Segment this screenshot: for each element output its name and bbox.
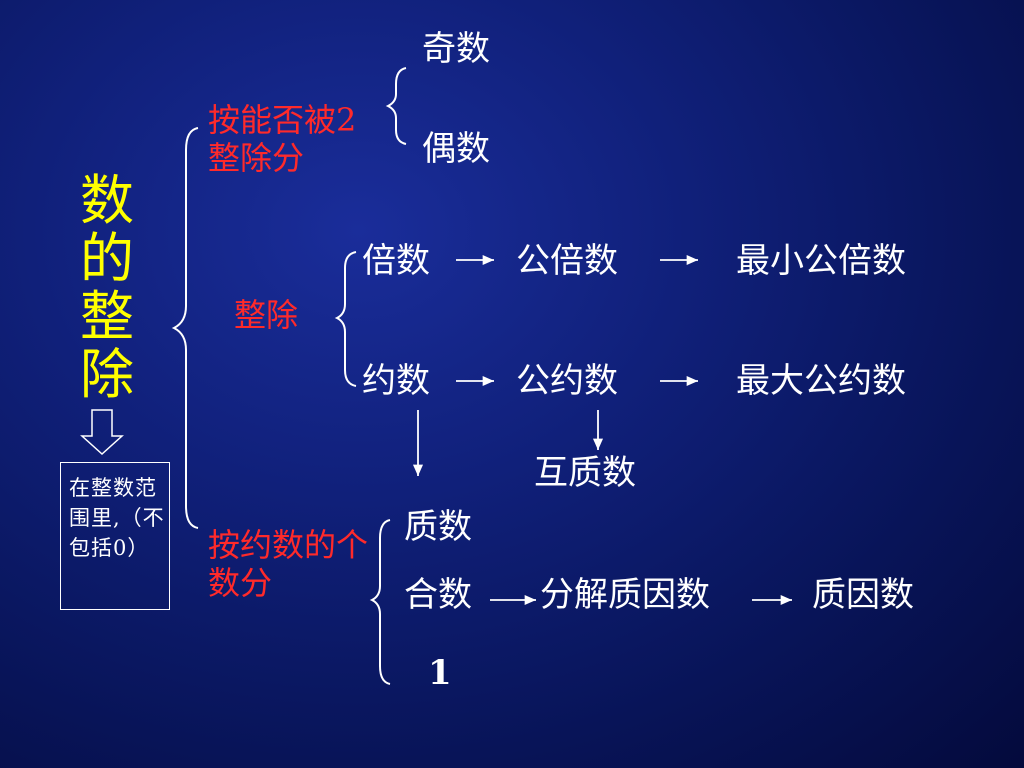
divisibility-brace <box>334 251 357 387</box>
term-factorize: 分解质因数 <box>540 575 710 615</box>
term-composite: 合数 <box>404 575 472 615</box>
term-gcd: 最大公约数 <box>736 361 906 401</box>
note-box: 在整数范围里,（不包括0） <box>60 462 170 610</box>
term-one: 1 <box>428 653 452 693</box>
term-common-multiple: 公倍数 <box>516 241 618 281</box>
main-brace <box>171 127 199 529</box>
down-arrow-icon <box>80 409 124 456</box>
term-even: 偶数 <box>422 129 490 169</box>
term-prime: 质数 <box>404 507 472 547</box>
term-factor: 约数 <box>362 361 430 401</box>
category-by-factor-count: 按约数的个数分 <box>208 526 369 603</box>
term-odd: 奇数 <box>422 29 490 69</box>
term-lcm: 最小公倍数 <box>736 241 906 281</box>
term-prime-factor: 质因数 <box>812 575 914 615</box>
term-common-factor: 公约数 <box>516 361 618 401</box>
category-divisibility: 整除 <box>234 296 299 334</box>
category-by-two: 按能否被2整除分 <box>208 101 357 178</box>
factor-count-brace <box>369 519 391 685</box>
parity-brace <box>385 67 407 145</box>
page-title: 数的整除 <box>80 169 134 406</box>
term-multiple: 倍数 <box>362 241 430 281</box>
term-coprime: 互质数 <box>534 453 636 493</box>
